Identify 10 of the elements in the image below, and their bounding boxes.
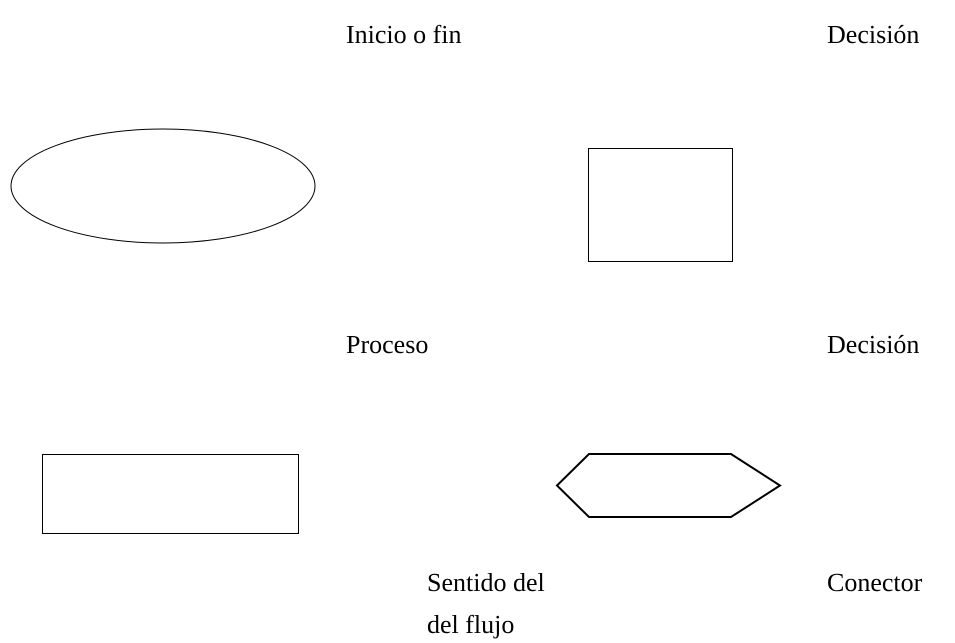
ellipse-symbol (10, 128, 316, 244)
symbol-caption: Proceso (346, 329, 428, 361)
symbol-caption: Inicio o fin (346, 19, 462, 51)
hexagon-symbol (556, 453, 781, 518)
rectangle-symbol (588, 148, 733, 262)
symbol-caption: Decisión (827, 19, 920, 51)
rectangle-symbol (42, 454, 299, 534)
symbol-caption: Decisión (827, 329, 920, 361)
symbol-caption: Sentido del del flujo (427, 567, 546, 641)
symbol-caption: Conector (827, 567, 922, 599)
